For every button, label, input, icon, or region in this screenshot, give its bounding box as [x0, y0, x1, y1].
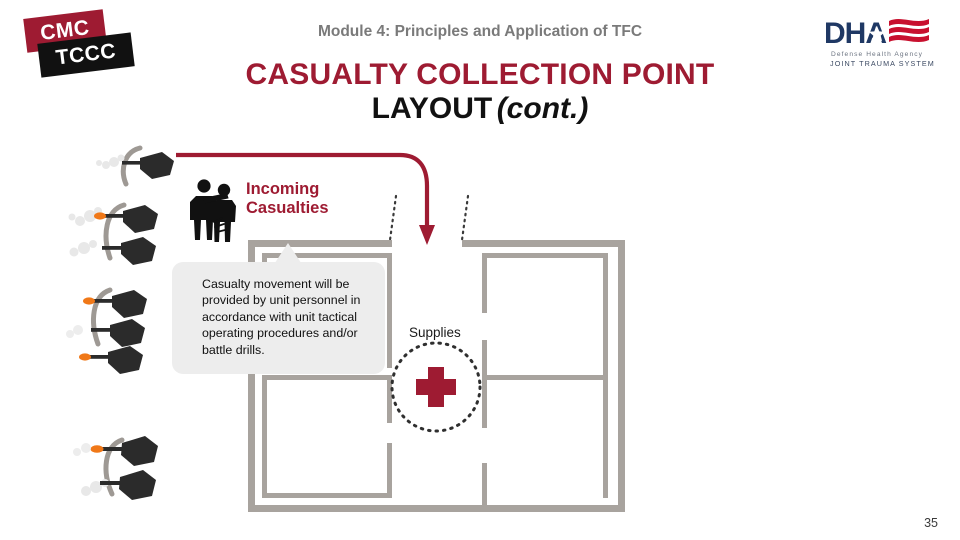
incoming-casualties-label: Incoming Casualties — [246, 180, 329, 218]
wall-exterior-bottom — [248, 505, 625, 512]
cover-arc-icon — [103, 437, 125, 497]
arrow-head-icon — [419, 225, 435, 245]
title-continued-word: (cont.) — [496, 91, 589, 125]
combatant-silhouette — [140, 152, 174, 179]
cover-arc-icon — [91, 287, 113, 347]
page-title: CASUALTY COLLECTION POINT LAYOUT (cont.) — [0, 58, 960, 125]
smoke-puff-icon — [96, 154, 125, 169]
building-floor-plan — [248, 240, 625, 512]
title-layout-word: LAYOUT — [371, 91, 493, 125]
smoke-puff-icon — [69, 240, 97, 257]
dha-agency-line: Defense Health Agency — [831, 51, 923, 58]
dha-system-line: JOINT TRAUMA SYSTEM — [830, 59, 935, 68]
wall-inner-right-upper — [603, 253, 608, 375]
weapon-icon — [104, 214, 124, 218]
dha-logo-svg: DHA Defense Health Agency JOINT TRAUMA S… — [824, 17, 935, 68]
wall-inner-top-right — [482, 253, 608, 258]
module-subtitle: Module 4: Principles and Application of … — [317, 23, 643, 40]
wall-inner-mid-left — [262, 375, 392, 380]
wall-top-right — [462, 240, 625, 247]
muzzle-flash-icon — [94, 212, 106, 220]
weapon-icon — [102, 447, 123, 451]
medical-cross-icon — [416, 367, 456, 407]
weapon-icon — [100, 481, 121, 485]
casualty-movement-arrow — [176, 152, 435, 245]
incoming-casualties-icon — [190, 179, 236, 242]
wall-partition-upper-left — [387, 253, 392, 368]
cover-arc-icon — [103, 202, 127, 261]
callout-text: Casualty movement will be provided by un… — [202, 277, 361, 357]
wall-exterior-left — [248, 240, 255, 512]
title-line-primary: CASUALTY COLLECTION POINT — [245, 58, 715, 91]
combatant-silhouette — [121, 436, 158, 466]
wall-inner-left-lower — [262, 375, 267, 495]
wall-partition-right-lower — [482, 463, 487, 505]
wall-inner-right-lower — [603, 380, 608, 498]
weapon-icon — [89, 355, 109, 359]
supplies-zone — [390, 341, 482, 433]
supplies-label: Supplies — [409, 325, 461, 340]
smoke-puff-icon — [66, 325, 83, 338]
combatant-silhouette — [121, 237, 156, 265]
weapon-icon — [122, 161, 142, 165]
muzzle-flash-icon — [90, 445, 104, 453]
smoke-puff-icon — [73, 443, 91, 456]
wall-inner-mid-right — [482, 375, 608, 380]
supplies-dotted-circle — [390, 341, 482, 433]
muzzle-flash-icon — [79, 353, 91, 361]
combatant-pair-1 — [96, 145, 174, 187]
page-number: 35 — [924, 516, 938, 530]
combatant-pair-2 — [68, 202, 158, 265]
callout-box: Casualty movement will be provided by un… — [172, 262, 385, 374]
wall-exterior-right — [618, 240, 625, 512]
dha-logo: DHA Defense Health Agency JOINT TRAUMA S… — [823, 12, 945, 70]
wall-inner-bottom-left — [262, 493, 392, 498]
weapon-icon — [93, 299, 113, 303]
combatant-silhouette — [108, 346, 143, 374]
combatant-silhouette — [123, 205, 158, 233]
dha-flag-stripes-icon — [889, 19, 929, 42]
wall-partition-lower-left-a — [387, 375, 392, 423]
weapon-icon — [102, 246, 122, 250]
cover-arc-icon — [120, 145, 143, 187]
wall-partition-right-upper — [482, 253, 487, 313]
wall-partition-right-mid-b — [482, 378, 487, 428]
combatant-silhouette — [110, 319, 145, 347]
combatant-pair-3 — [66, 287, 147, 374]
wall-partition-right-mid-a — [482, 340, 487, 378]
title-line-secondary: LAYOUT (cont.) — [0, 92, 960, 126]
combatant-group — [66, 145, 174, 500]
dha-star-icon — [868, 26, 886, 42]
combatant-pair-4 — [73, 436, 158, 500]
wall-inner-top-left — [262, 253, 392, 258]
wall-partition-lower-left-b — [387, 443, 392, 498]
combatant-silhouette — [112, 290, 147, 318]
entrance-guide-lines — [388, 194, 470, 242]
weapon-icon — [91, 328, 111, 332]
combatant-silhouette — [119, 470, 156, 500]
wall-top-left — [248, 240, 392, 247]
muzzle-flash-icon — [83, 297, 95, 305]
